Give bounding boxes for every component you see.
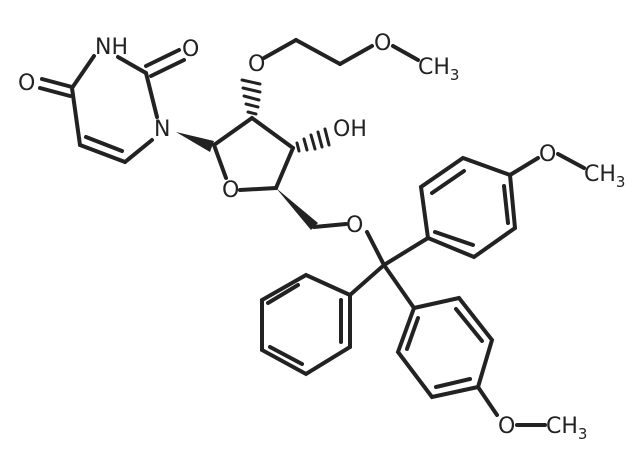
wedge-bond — [276, 188, 318, 230]
hashed-bond-c2-o — [240, 78, 262, 116]
bond — [84, 135, 124, 153]
trityl-core — [348, 230, 430, 310]
bond — [502, 184, 510, 225]
bond — [391, 44, 420, 62]
atom-label-ch3: CH3 — [546, 414, 587, 443]
bond — [123, 138, 154, 164]
atom-label-o: O — [222, 178, 239, 203]
bond — [144, 71, 159, 119]
bond — [294, 38, 342, 66]
atom-label-n: N — [154, 117, 170, 142]
atom-label-nh: NH — [95, 35, 128, 60]
bond — [556, 152, 586, 170]
bond — [238, 186, 278, 192]
bond — [70, 86, 82, 147]
bond — [70, 54, 96, 90]
wedge-bond — [176, 132, 214, 152]
bond — [433, 230, 475, 247]
bond — [274, 146, 295, 190]
bond — [508, 156, 540, 177]
bond — [382, 236, 430, 267]
bond — [476, 385, 499, 417]
atom-label-o: O — [498, 414, 515, 439]
bond — [149, 58, 186, 78]
bond — [260, 272, 352, 377]
atom-label-o: O — [182, 37, 199, 62]
methoxyphenyl-ring-top — [418, 152, 586, 260]
bond — [395, 295, 495, 400]
uracil-ring — [38, 48, 186, 164]
bond — [250, 116, 295, 150]
bond — [405, 316, 420, 351]
atom-label-ch3: CH3 — [418, 55, 459, 84]
bond — [78, 143, 127, 164]
atom-label-o: O — [539, 142, 556, 167]
bond — [348, 263, 386, 297]
ribose-ring — [176, 116, 295, 192]
bond — [38, 86, 72, 98]
phenyl-ring — [260, 272, 352, 377]
bond — [212, 116, 254, 147]
bond — [338, 44, 374, 66]
bond — [268, 345, 304, 366]
bond — [365, 230, 386, 267]
methoxyphenyl-ring-bottom — [395, 295, 547, 427]
methoxyethoxy-chain — [262, 38, 420, 66]
bond — [262, 38, 298, 60]
bond — [116, 55, 148, 75]
bond — [382, 263, 416, 310]
bond — [430, 169, 466, 195]
hashed-bond-c3-oh — [295, 127, 331, 153]
atom-label-o: O — [248, 52, 265, 77]
atom-label-oh: OH — [333, 117, 367, 142]
bond — [212, 143, 228, 180]
bond — [144, 48, 181, 68]
atom-label-o: O — [18, 71, 35, 96]
atom-label-o: O — [346, 213, 363, 238]
bond — [266, 283, 300, 305]
atom-label-o: O — [374, 31, 391, 56]
bond — [40, 77, 74, 89]
bond — [312, 222, 348, 229]
bond — [454, 307, 484, 343]
bond — [434, 377, 472, 389]
atom-label-ch3: CH3 — [584, 162, 625, 191]
